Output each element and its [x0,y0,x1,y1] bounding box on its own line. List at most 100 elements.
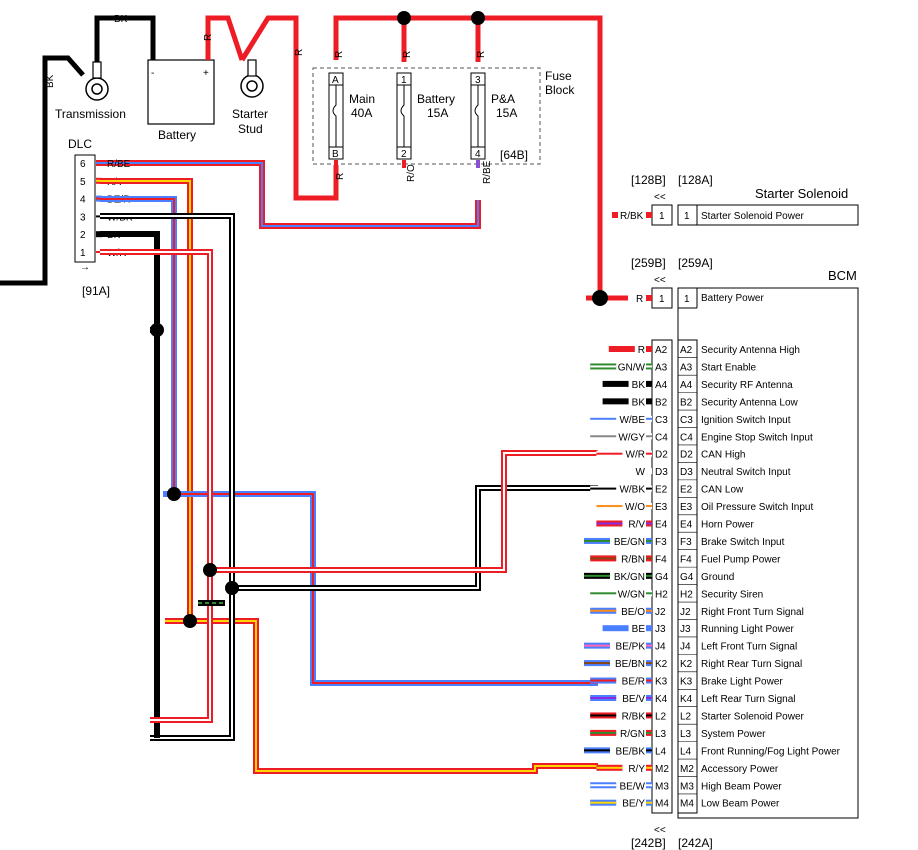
bcm-pin-b: H2 [655,589,668,600]
bcm-wire-swatch-stripe [590,417,617,420]
bcm-pin-wire: R/BN [621,554,645,565]
bcm-pin-b: A4 [655,380,668,391]
fuse-b-wire: R [335,173,346,180]
fuse-feed-bus [333,15,603,295]
bcm-pin-a: C4 [680,432,693,443]
bcm-title: BCM [828,268,857,283]
bcm-pin-a: J3 [680,624,691,635]
fuse-block-outline [312,67,541,165]
bcm-wire-swatch-stripe [596,522,623,525]
bcm-pin-a: K4 [680,694,693,705]
bcm-pin-wire: BE/O [621,607,645,618]
bcm-wire-end-stripe [646,557,652,560]
bcm-wire-swatch-stripe [590,592,617,595]
bcm-wire-end [646,625,652,632]
fuse-1-pin: 1 [401,75,407,86]
bcm-pin-function: Security RF Antenna [701,380,793,391]
starter-solenoid-pin-b: 1 [659,211,665,222]
fuse-b-pin: B [332,149,339,160]
bcm-pin-function: Brake Switch Input [701,537,785,548]
splice-dot [592,290,608,306]
r-bk-wire-end [646,212,652,218]
starter-solenoid-conn-a: [128A] [678,173,713,187]
starter-solenoid-pin-a: 1 [684,211,690,222]
splice-dot [471,11,485,25]
bcm-pin-b: J3 [655,624,666,635]
dlc-pin-number: 4 [80,195,86,206]
bcm-conn1-b: [259B] [631,256,666,270]
bcm-pin-b: J2 [655,607,666,618]
bcm-wire-end-stripe [646,592,652,595]
bcm-pin-b: K4 [655,694,668,705]
bcm-wire-swatch-stripe [590,609,617,612]
dlc-pin-number: 6 [80,159,86,170]
bcm-pin-function: Starter Solenoid Power [701,711,805,722]
fuse-a-wire: R [334,51,345,58]
bcm-pin-b: F3 [655,537,667,548]
bcm-wire-swatch [608,468,635,475]
bcm-wire-end-stripe [646,662,652,665]
starter-solenoid-title: Starter Solenoid [755,186,848,201]
bcm-wire-swatch-stripe [590,714,617,717]
battery-body [147,59,215,125]
bcm-pin-b: A2 [655,345,668,356]
bcm-pin-wire: BE/V [622,694,645,705]
dlc-connector [74,154,96,263]
bcm-pin-wire: W/R [626,450,645,461]
splice-dot [183,614,197,628]
battery-fuse-name: Battery [417,92,455,106]
bcm-pin-a: E2 [680,485,693,496]
dlc-arrow-icon: → [80,262,90,273]
bcm-242a-column [677,339,698,814]
r-bk-wire-icon [612,212,618,218]
can-high-wire-stripe [210,452,598,571]
fuse-block-connector: [64B] [500,148,528,162]
bcm-wire-end-stripe [646,452,652,455]
bcm-conn2-a: [242A] [678,836,713,850]
bcm-wire-end [646,398,652,405]
bcm-power-pin-a: 1 [684,294,690,305]
starter-stud-cable [239,15,339,201]
bcm-wire-swatch-stripe [584,662,610,665]
bcm-pin-b: K3 [655,677,668,688]
bcm-pin-function: High Beam Power [701,781,782,792]
battery-label: Battery [158,128,196,142]
can-high-wire [210,450,598,573]
bcm-pin-function: Low Beam Power [701,799,780,810]
bcm-pin-wire: W/GN [618,589,645,600]
bcm-wire-end-stripe [646,714,652,717]
bcm-pin-function: Accessory Power [701,764,779,775]
bcm-power-function: Battery Power [701,293,764,304]
splice-dot [225,581,239,595]
bcm-pin-wire: R/V [628,520,645,531]
bcm-pin-b: C4 [655,432,668,443]
bcm-wire-end-stripe [646,749,652,752]
bcm-wire-end-stripe [646,435,652,438]
bcm-wire-swatch-stripe [596,452,623,455]
bk-ground-wire [100,231,160,738]
bcm-pin-b: J4 [655,642,666,653]
dlc-pin-wire-swatch [96,231,102,238]
dlc-pin-wire-swatch-stripe [96,251,102,253]
pa-fuse [470,72,486,160]
bcm-pin-wire: BE/GN [614,537,645,548]
bcm-pin-b: M2 [655,764,669,775]
bcm-pin-a: J4 [680,642,691,653]
bcm-wire-end-stripe [646,539,652,542]
bcm-pin-a: C3 [680,415,693,426]
bcm-pin-function: Neutral Switch Input [701,467,791,478]
connector-arrow-icon: << [654,825,666,836]
fuse-block-title-2: Block [545,83,575,97]
starter-stud-label-1: Starter [232,107,268,121]
bcm-pin-function: Oil Pressure Switch Input [701,502,813,513]
bcm-pin-function: Security Antenna Low [701,397,799,408]
bcm-pin-wire: BE/W [619,781,645,792]
dlc-title: DLC [68,137,92,151]
bcm-pin-wire: R/Y [628,764,645,775]
be-r-wire-stripe [100,198,598,684]
bcm-pin-function: Engine Stop Switch Input [701,432,813,443]
bcm-pin-a: L3 [680,729,692,740]
bcm-wire-end [646,380,652,387]
dlc-connector-id: [91A] [82,284,110,298]
